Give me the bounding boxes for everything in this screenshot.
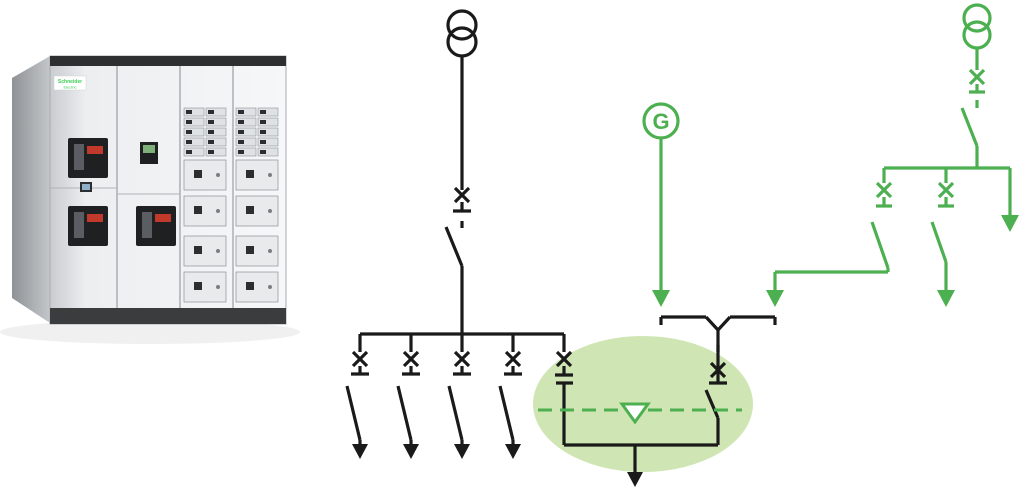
drawer-unit [235,107,257,117]
switchboard-illustration: Schneider Electric [0,55,300,344]
drawer-unit [183,137,205,147]
switch-icon [960,107,979,147]
switch-icon [396,385,413,441]
drawer-unit [205,117,227,127]
arrow-down-icon [937,290,955,307]
circuit-breaker-icon [555,350,573,377]
drawer-unit [205,137,227,147]
arrow-down-icon [505,444,521,459]
drawer-unit [205,127,227,137]
switch-icon [345,385,362,441]
floor-shadow [0,320,300,344]
drawer-unit [205,107,227,117]
drawer-unit [235,127,257,137]
drawer-modules [183,107,279,303]
switchboard-top-frame [50,56,286,66]
arrow-down-icon [403,444,419,459]
drawer-unit [257,127,279,137]
brand-logo-text: Schneider [58,79,82,85]
circuit-breaker-icon [402,350,420,376]
transformer-icon [962,3,992,50]
circuit-breaker-icon [351,350,369,376]
drawer-unit [235,235,279,267]
drawer-unit [183,107,205,117]
brand-logo [53,75,87,91]
switchboard-plinth [50,308,286,324]
switch-icon [930,221,948,263]
normal-supply-circuit [360,9,564,336]
feeder-circuit [396,334,420,459]
circuit-breaker-icon [968,68,986,94]
drawer-unit [257,137,279,147]
drawer-unit [235,137,257,147]
arrow-down-icon [766,290,784,307]
circuit-breaker-icon [453,350,471,376]
arrow-down-icon [627,472,643,487]
arrow-down-icon [352,444,368,459]
transformer-icon [446,9,478,58]
drawer-unit [257,117,279,127]
drawer-unit [183,127,205,137]
arrow-down-icon [1001,215,1019,232]
coupling-breaker [555,334,573,377]
interlock-triangle-icon [619,402,651,425]
coupling-section [556,315,777,487]
drawer-unit [235,117,257,127]
generator-letter: G [652,109,669,134]
arrow-down-icon [652,290,670,307]
main-switch-icon [444,226,464,267]
drawer-unit [183,147,205,157]
drawer-unit [205,147,227,157]
feeder-group [345,334,573,459]
drawer-unit [257,107,279,117]
switch-icon [447,385,464,441]
feeder-circuit [345,334,369,459]
drawer-unit [183,117,205,127]
backup-supply-circuit [773,3,1012,290]
circuit-breaker-icon [504,350,522,376]
drawer-unit [257,147,279,157]
switchboard-side [12,56,50,323]
main-breaker-icon [453,186,471,213]
generator-circuit [642,102,680,290]
feeder-circuit [498,334,522,459]
drawer-unit [235,147,257,157]
arrow-down-icon [454,444,470,459]
brand-logo-subtext: Electric [63,85,76,90]
feeder-circuit [447,334,471,459]
coupling-switch-icon [704,389,720,419]
switch-icon [870,221,890,269]
switch-icon [498,385,515,441]
